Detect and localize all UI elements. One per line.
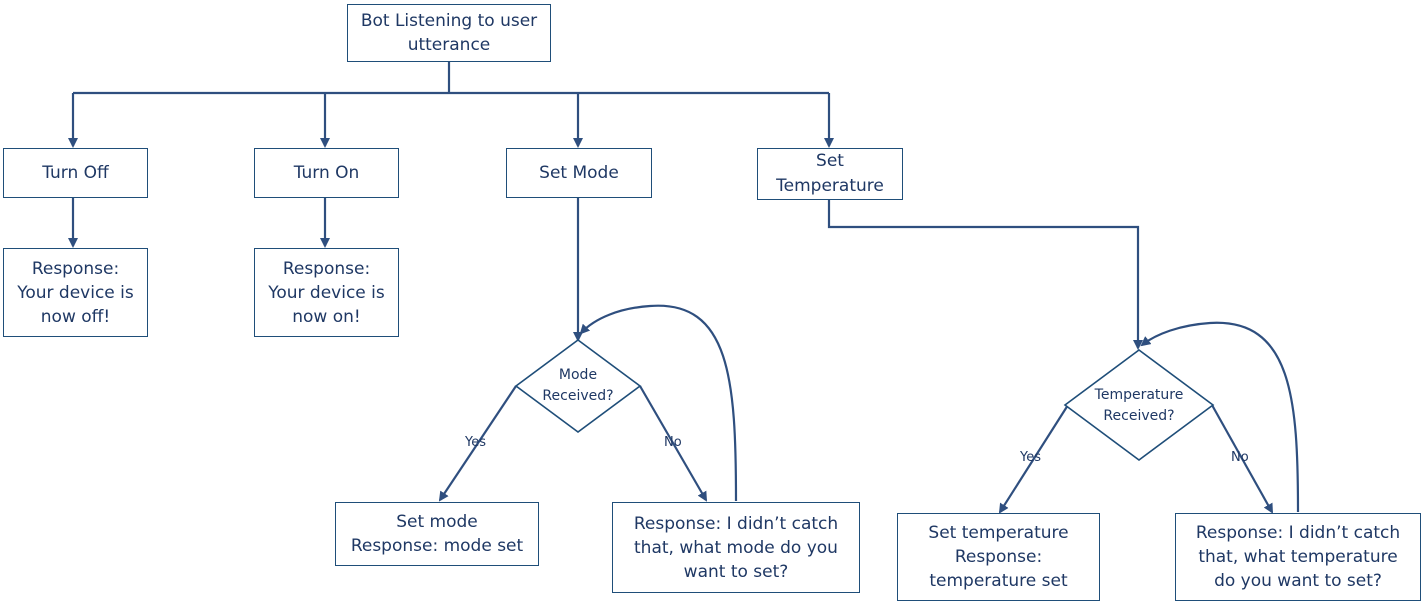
node-set-temperature: Set Temperature [757, 148, 903, 200]
node-set-mode: Set Mode [506, 148, 652, 198]
node-turn-on: Turn On [254, 148, 399, 198]
connector-temp-no [1211, 404, 1273, 514]
mode-decision-label: Mode Received? [542, 367, 614, 404]
node-bot-listening: Bot Listening to user utterance [347, 4, 551, 62]
node-turn-off: Turn Off [3, 148, 148, 198]
edge-label-temp-no: No [1231, 450, 1249, 465]
node-response-on: Response: Your device is now on! [254, 248, 399, 337]
node-response-off: Response: Your device is now off! [3, 248, 148, 337]
node-temperature-not-caught: Response: I didn’t catch that, what temp… [1175, 513, 1421, 601]
edge-label-temp-yes: Yes [1020, 450, 1041, 465]
temperature-decision-diamond [1063, 349, 1215, 461]
mode-decision-diamond [514, 339, 642, 433]
edge-label-mode-no: No [664, 435, 682, 450]
edge-label-mode-yes: Yes [465, 435, 486, 450]
node-mode-not-caught: Response: I didn’t catch that, what mode… [612, 502, 860, 593]
connector-temp-retry-loop [1140, 321, 1300, 513]
connector-temp-yes [998, 404, 1069, 514]
temperature-decision-label: Temperature Received? [1094, 387, 1184, 424]
node-set-mode-response: Set mode Response: mode set [335, 502, 539, 566]
connector-mode-retry-loop [579, 304, 738, 502]
node-set-temperature-response: Set temperature Response: temperature se… [897, 513, 1100, 601]
connector-set-temperature-decision [827, 200, 1143, 350]
connector-mode-no [639, 385, 708, 502]
connector-mode-yes [438, 385, 517, 502]
